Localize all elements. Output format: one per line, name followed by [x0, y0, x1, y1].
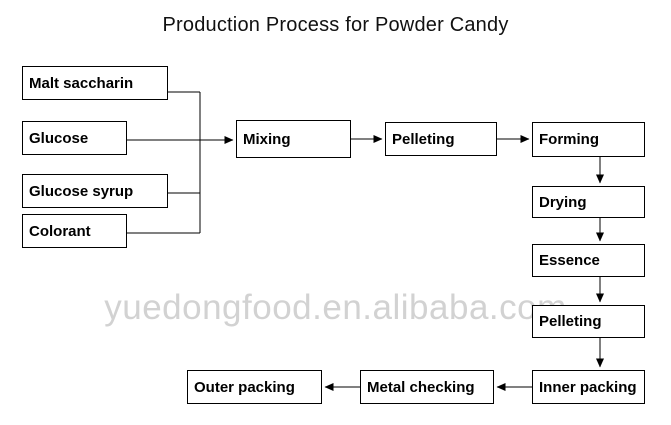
node-pelleting-1[interactable]: Pelleting [385, 122, 497, 156]
node-label: Metal checking [367, 378, 475, 396]
node-forming[interactable]: Forming [532, 122, 645, 157]
node-outer-packing[interactable]: Outer packing [187, 370, 322, 404]
node-malt-saccharin[interactable]: Malt saccharin [22, 66, 168, 100]
node-inner-packing[interactable]: Inner packing [532, 370, 645, 404]
node-label: Malt saccharin [29, 74, 134, 92]
node-label: Pelleting [392, 130, 455, 148]
node-label: Inner packing [539, 378, 637, 396]
node-label: Mixing [243, 130, 291, 148]
node-essence[interactable]: Essence [532, 244, 645, 277]
node-glucose-syrup[interactable]: Glucose syrup [22, 174, 168, 208]
node-label: Pelleting [539, 313, 602, 330]
node-mixing[interactable]: Mixing [236, 120, 351, 158]
node-glucose[interactable]: Glucose [22, 121, 127, 155]
node-pelleting-2[interactable]: Pelleting [532, 305, 645, 338]
node-label: Forming [539, 131, 599, 148]
node-metal-checking[interactable]: Metal checking [360, 370, 494, 404]
node-drying[interactable]: Drying [532, 186, 645, 218]
node-label: Essence [539, 252, 600, 269]
node-label: Glucose syrup [29, 182, 134, 200]
node-label: Glucose [29, 129, 89, 147]
node-label: Colorant [29, 222, 91, 240]
node-label: Drying [539, 193, 587, 211]
node-label: Outer packing [194, 378, 295, 396]
page-title: Production Process for Powder Candy [162, 14, 509, 36]
node-colorant[interactable]: Colorant [22, 214, 127, 248]
